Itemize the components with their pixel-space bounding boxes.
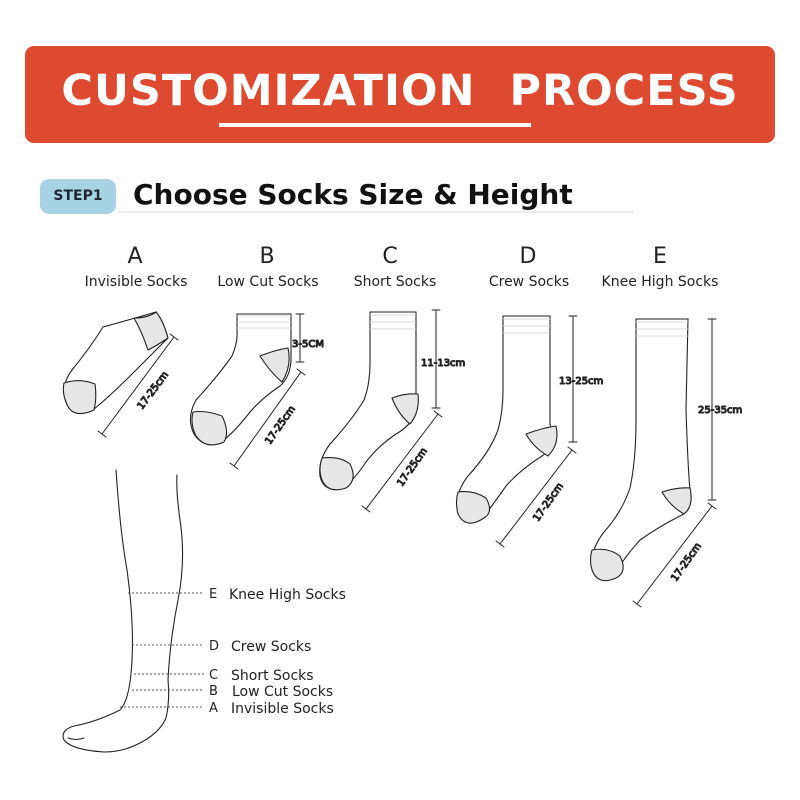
level-e-name: Knee High Socks [229, 587, 346, 603]
sock-c-name: Short Socks [353, 274, 437, 290]
sock-b-length-label: 17-25cm [263, 404, 297, 447]
leg-level-guides [120, 592, 204, 708]
sock-b-letter: B [259, 244, 275, 269]
level-b-letter: B [209, 684, 218, 699]
sock-e-height-label: 25-35cm [698, 405, 742, 416]
sock-d-illustration: 13-25cm 17-25cm [455, 315, 604, 548]
sock-d-name: Crew Socks [488, 274, 570, 290]
sock-e-letter: E [653, 244, 667, 269]
sock-e-length-label: 17-25cm [669, 541, 703, 584]
title-underline [219, 123, 531, 127]
sock-d-letter: D [519, 244, 537, 269]
leg-level-labels: E Knee High Socks D Crew Socks C Short S… [209, 587, 346, 717]
sock-a-name: Invisible Socks [84, 274, 188, 290]
page-title: CUSTOMIZATION PROCESS [61, 66, 739, 116]
header-banner: CUSTOMIZATION PROCESS [25, 46, 775, 143]
sock-b-illustration: 3-5CM 17-25cm [189, 313, 325, 470]
sock-d-height-label: 13-25cm [559, 376, 603, 387]
sock-c-letter: C [382, 244, 398, 269]
level-e-letter: E [209, 587, 217, 602]
leg-illustration [62, 469, 184, 753]
sock-b-name: Low Cut Socks [217, 274, 319, 290]
sock-a-illustration: 17-25cm [62, 311, 179, 438]
sock-a-letter: A [127, 244, 143, 269]
sock-c-illustration: 11-13cm 17-25cm [319, 309, 466, 513]
step-badge: STEP1 [40, 179, 116, 214]
level-b-name: Low Cut Socks [232, 684, 333, 700]
level-c-name: Short Socks [231, 668, 314, 684]
level-c-letter: C [209, 668, 218, 683]
step-title: Choose Socks Size & Height [133, 178, 573, 211]
sock-e-illustration: 25-35cm 17-25cm [589, 318, 743, 608]
step-divider [118, 211, 634, 213]
level-d-name: Crew Socks [231, 639, 311, 655]
sock-a-length-label: 17-25cm [136, 370, 171, 412]
sock-c-length-label: 17-25cm [395, 446, 429, 489]
sock-c-height-label: 11-13cm [421, 358, 465, 369]
sock-e-name: Knee High Socks [601, 274, 719, 290]
sock-b-height-label: 3-5CM [292, 339, 324, 350]
level-a-name: Invisible Socks [231, 701, 334, 717]
sock-d-length-label: 17-25cm [531, 481, 565, 524]
level-d-letter: D [209, 639, 219, 654]
level-a-letter: A [209, 701, 218, 716]
